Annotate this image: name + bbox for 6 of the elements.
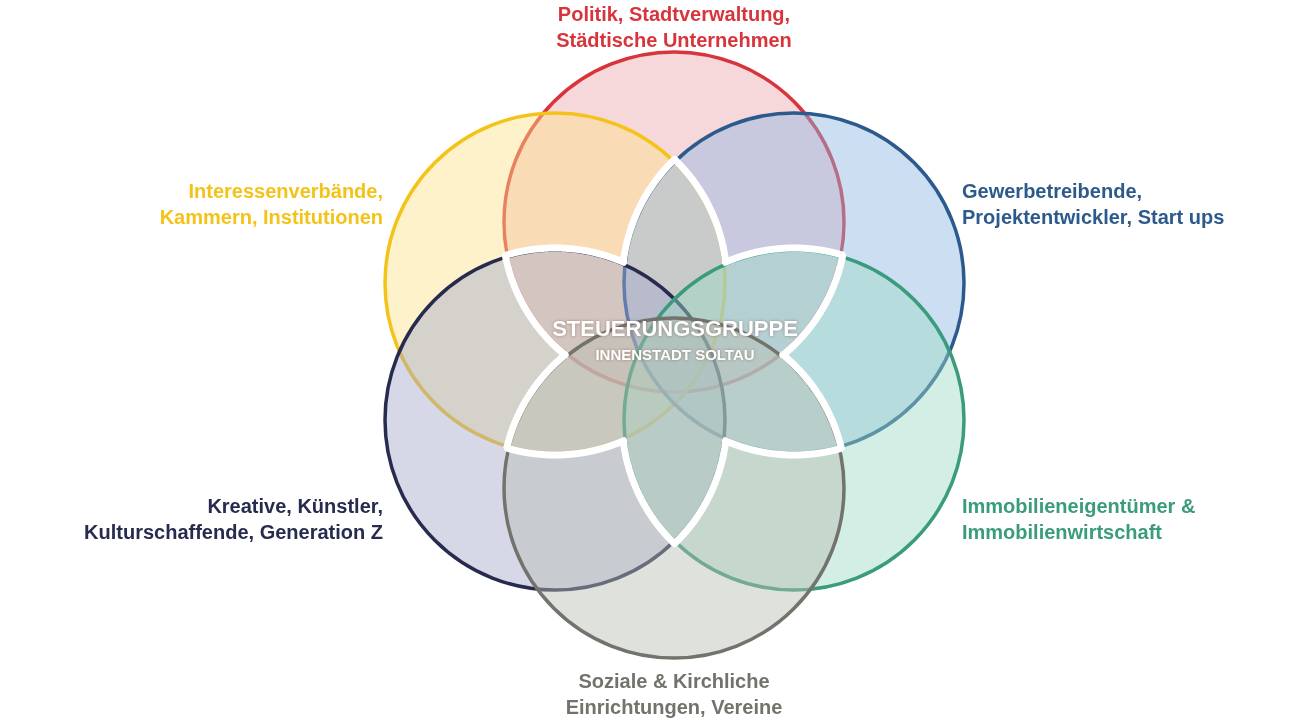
- group-label: Soziale & Kirchliche Einrichtungen, Vereine: [564, 669, 784, 720]
- group-label: Interessenverbände, Kammern, Institutionen: [158, 179, 383, 230]
- group-label: Gewerbetreibende, Projektentwickler, Start ups: [962, 179, 1226, 230]
- group-label: Politik, Stadtverwaltung, Städtische Unternehmen: [555, 2, 793, 53]
- group-label: Immobilieneigentümer & Immobilienwirtschaft: [962, 494, 1197, 545]
- group-label: Kreative, Künstler, Kulturschaffende, Generation Z: [83, 494, 383, 545]
